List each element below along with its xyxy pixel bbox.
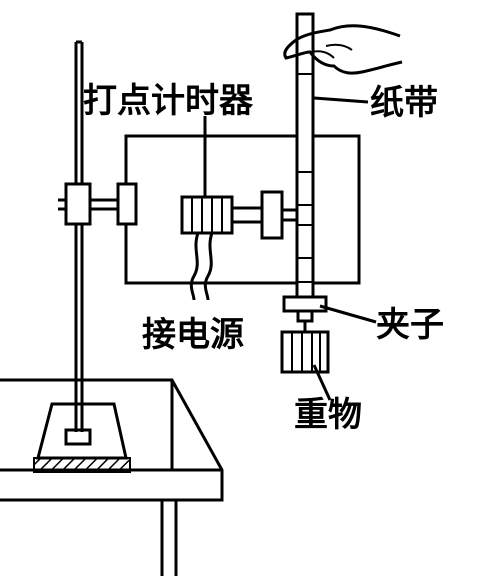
weight <box>280 330 330 374</box>
stand-rod <box>74 40 84 432</box>
clip-label: 夹子 <box>376 305 444 345</box>
power-wires <box>189 232 214 301</box>
weight-label: 重物 <box>294 395 362 435</box>
tape-label: 纸带 <box>370 83 438 123</box>
timer-label: 打点计时器 <box>83 81 253 121</box>
timer-coil <box>180 190 306 240</box>
paper-tape <box>295 12 315 300</box>
clip <box>282 295 328 332</box>
leader-lines <box>203 96 377 401</box>
hand-icon <box>283 24 403 75</box>
power-label: 接电源 <box>142 315 244 355</box>
